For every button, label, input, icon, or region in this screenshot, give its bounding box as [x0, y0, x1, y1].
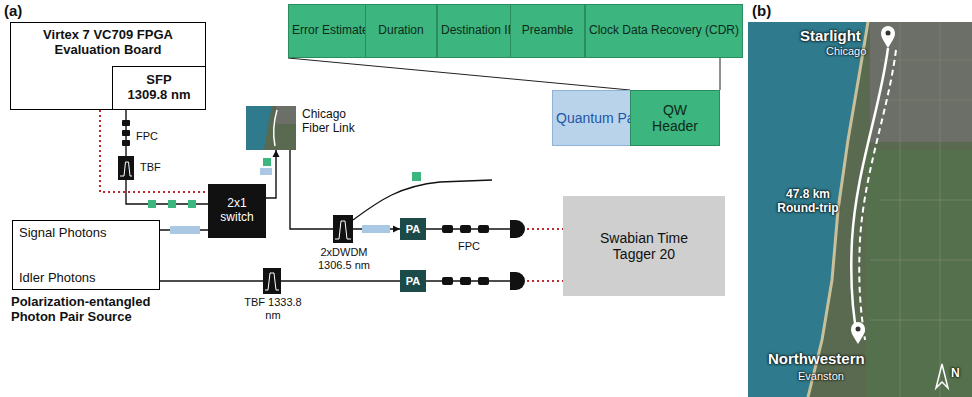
filter-symbol [263, 268, 281, 294]
filter-passband [265, 273, 279, 290]
fiber-route-return [859, 50, 896, 340]
node-text: Duration [378, 24, 423, 38]
node-text: Idler Photons [19, 271, 96, 286]
header-field-box: Destination ID [437, 4, 520, 58]
header-packet [263, 158, 271, 166]
node-text: PA [406, 275, 420, 288]
map-thumbnail [246, 106, 296, 150]
arrow-head [273, 150, 280, 157]
fpc-paddle [460, 225, 471, 233]
node-text: Chicago Fiber Link [302, 108, 366, 136]
optical-switch-box: 2x1 switch [208, 184, 266, 238]
zoom-line [288, 58, 630, 90]
node-text: PA [406, 223, 420, 236]
node-text: Preamble [522, 24, 573, 38]
location-pin-dot [856, 327, 861, 332]
signal-wire [527, 228, 563, 230]
street-grid [870, 22, 972, 397]
component-label: TBF 1333.8 nm [243, 296, 303, 321]
zoom-line [720, 58, 721, 90]
node-text: Destination ID [441, 24, 516, 38]
sfp-module-box: SFP 1309.8 nm [112, 66, 206, 110]
detector-symbol [510, 272, 525, 290]
header-field-box: Duration [365, 4, 437, 58]
node-text: Swabian Time Tagger 20 [587, 230, 702, 262]
place-subname: Evanston [798, 370, 844, 383]
component-label: TBF [140, 161, 161, 174]
filter-passband [335, 221, 351, 239]
place-name: Northwestern [768, 350, 865, 367]
amplifier-box: PA [400, 218, 426, 240]
header-packet [148, 200, 156, 208]
header-packet [188, 200, 196, 208]
arrow-head [393, 226, 400, 233]
fiber-link-map: Chicago Fiber Link [246, 106, 296, 150]
node-text: QW Header [647, 102, 703, 134]
node-text: Error Estimates [292, 24, 375, 38]
panel-label: (b) [752, 2, 771, 19]
location-pin-dot [886, 31, 891, 36]
filter-passband [120, 162, 132, 176]
component-label: 2xDWDM 1306.5 nm [314, 246, 374, 271]
compass-letter: N [951, 367, 960, 381]
photon-source-box: Signal PhotonsIdler PhotonsPolarization-… [12, 220, 160, 290]
fiber-route [851, 48, 888, 340]
filter-symbol [333, 215, 353, 243]
suburb-area [865, 150, 972, 397]
header-field-box: Clock Data Recovery (CDR) [585, 4, 743, 58]
header-field-box: Preamble [510, 4, 585, 58]
filter-symbol [118, 156, 134, 180]
signal-wire [100, 110, 208, 192]
node-text: 2x1 switch [215, 197, 259, 225]
node-text: Signal Photons [19, 226, 106, 241]
fpc-paddle [122, 130, 130, 136]
location-pin [881, 26, 895, 48]
node-text: SFP 1309.8 nm [126, 73, 192, 103]
land-area [748, 22, 972, 397]
lake-water [748, 22, 868, 397]
fpc-paddle [442, 225, 453, 233]
fiber-line [126, 110, 208, 204]
header-packet [168, 200, 176, 208]
fpc-paddle [478, 277, 489, 285]
fpc-paddle [442, 277, 453, 285]
payload-packet [362, 225, 390, 233]
component-label: FPC [458, 240, 480, 253]
fiber-connector [100, 110, 208, 192]
detector-symbol [510, 220, 525, 238]
location-pin [851, 322, 865, 344]
thumb-city [276, 106, 296, 124]
header-packet [412, 172, 421, 181]
fpc-paddle [122, 120, 130, 126]
fpga-board-box: Virtex 7 VC709 FPGA Evaluation BoardSFP … [10, 22, 206, 110]
distance-label: 47.8 km Round-trip [774, 188, 842, 216]
thumb-land [246, 106, 296, 150]
node-text: Polarization-entangled Photon Pair Sourc… [11, 295, 191, 325]
panel-label: (a) [4, 2, 22, 19]
amplifier-box: PA [400, 270, 426, 292]
payload-packet [260, 168, 272, 175]
place-name: Starlight [800, 27, 861, 44]
thumb-route [274, 110, 277, 146]
compass-arrow [936, 364, 948, 388]
fpc-paddle [478, 225, 489, 233]
fpc-paddle [122, 140, 130, 146]
component-label: FPC [136, 130, 158, 143]
node-text: Virtex 7 VC709 FPGA Evaluation Board [26, 28, 191, 58]
signal-wire [527, 280, 563, 282]
header-box: QW Header [630, 90, 720, 146]
reflected-header-path [353, 180, 492, 220]
city-area [870, 22, 972, 142]
place-subname: Chicago [826, 45, 866, 58]
time-tagger-box: Swabian Time Tagger 20 [563, 196, 725, 296]
fpc-paddle [460, 277, 471, 285]
payload-packet [170, 226, 200, 234]
thumb-water [246, 106, 272, 150]
node-text: Clock Data Recovery (CDR) [589, 24, 739, 38]
fiber-connector [126, 110, 208, 204]
